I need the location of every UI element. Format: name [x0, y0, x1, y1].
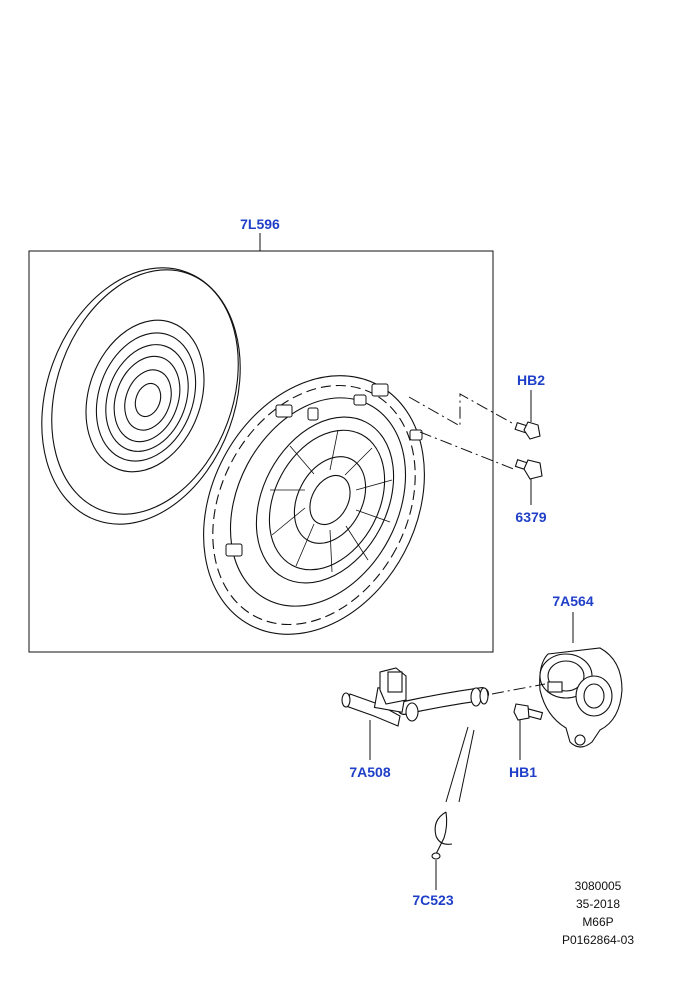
- callout-hb1[interactable]: HB1: [509, 764, 537, 780]
- hydraulic-line[interactable]: [341, 667, 489, 727]
- bolt-leader-2: [419, 431, 517, 471]
- ref-line-2: 35-2018: [576, 897, 620, 911]
- clip-leader-a: [445, 726, 469, 803]
- bolt-leader: [408, 393, 513, 427]
- ref-line-3: M66P: [582, 915, 613, 929]
- kit-frame: [28, 250, 494, 653]
- callout-7a508[interactable]: 7A508: [349, 764, 390, 780]
- callout-6379[interactable]: 6379: [515, 509, 546, 525]
- ref-line-4: P0162864-03: [562, 933, 634, 947]
- ref-line-1: 3080005: [575, 879, 622, 893]
- callout-7a564[interactable]: 7A564: [552, 593, 593, 609]
- bolt-hb1[interactable]: [513, 703, 544, 721]
- retaining-clip[interactable]: [431, 811, 453, 860]
- callout-hb2[interactable]: HB2: [517, 372, 545, 388]
- bolt-hb2[interactable]: [514, 421, 541, 440]
- pressure-plate[interactable]: [160, 337, 468, 673]
- line-to-cylinder-leader: [491, 683, 546, 695]
- clutch-disc[interactable]: [8, 240, 275, 552]
- bolt-6379[interactable]: [514, 459, 543, 480]
- callout-7c523[interactable]: 7C523: [412, 892, 453, 908]
- clip-leader-b: [458, 729, 475, 803]
- slave-cylinder[interactable]: [539, 647, 623, 748]
- callout-7l596[interactable]: 7L596: [240, 216, 280, 232]
